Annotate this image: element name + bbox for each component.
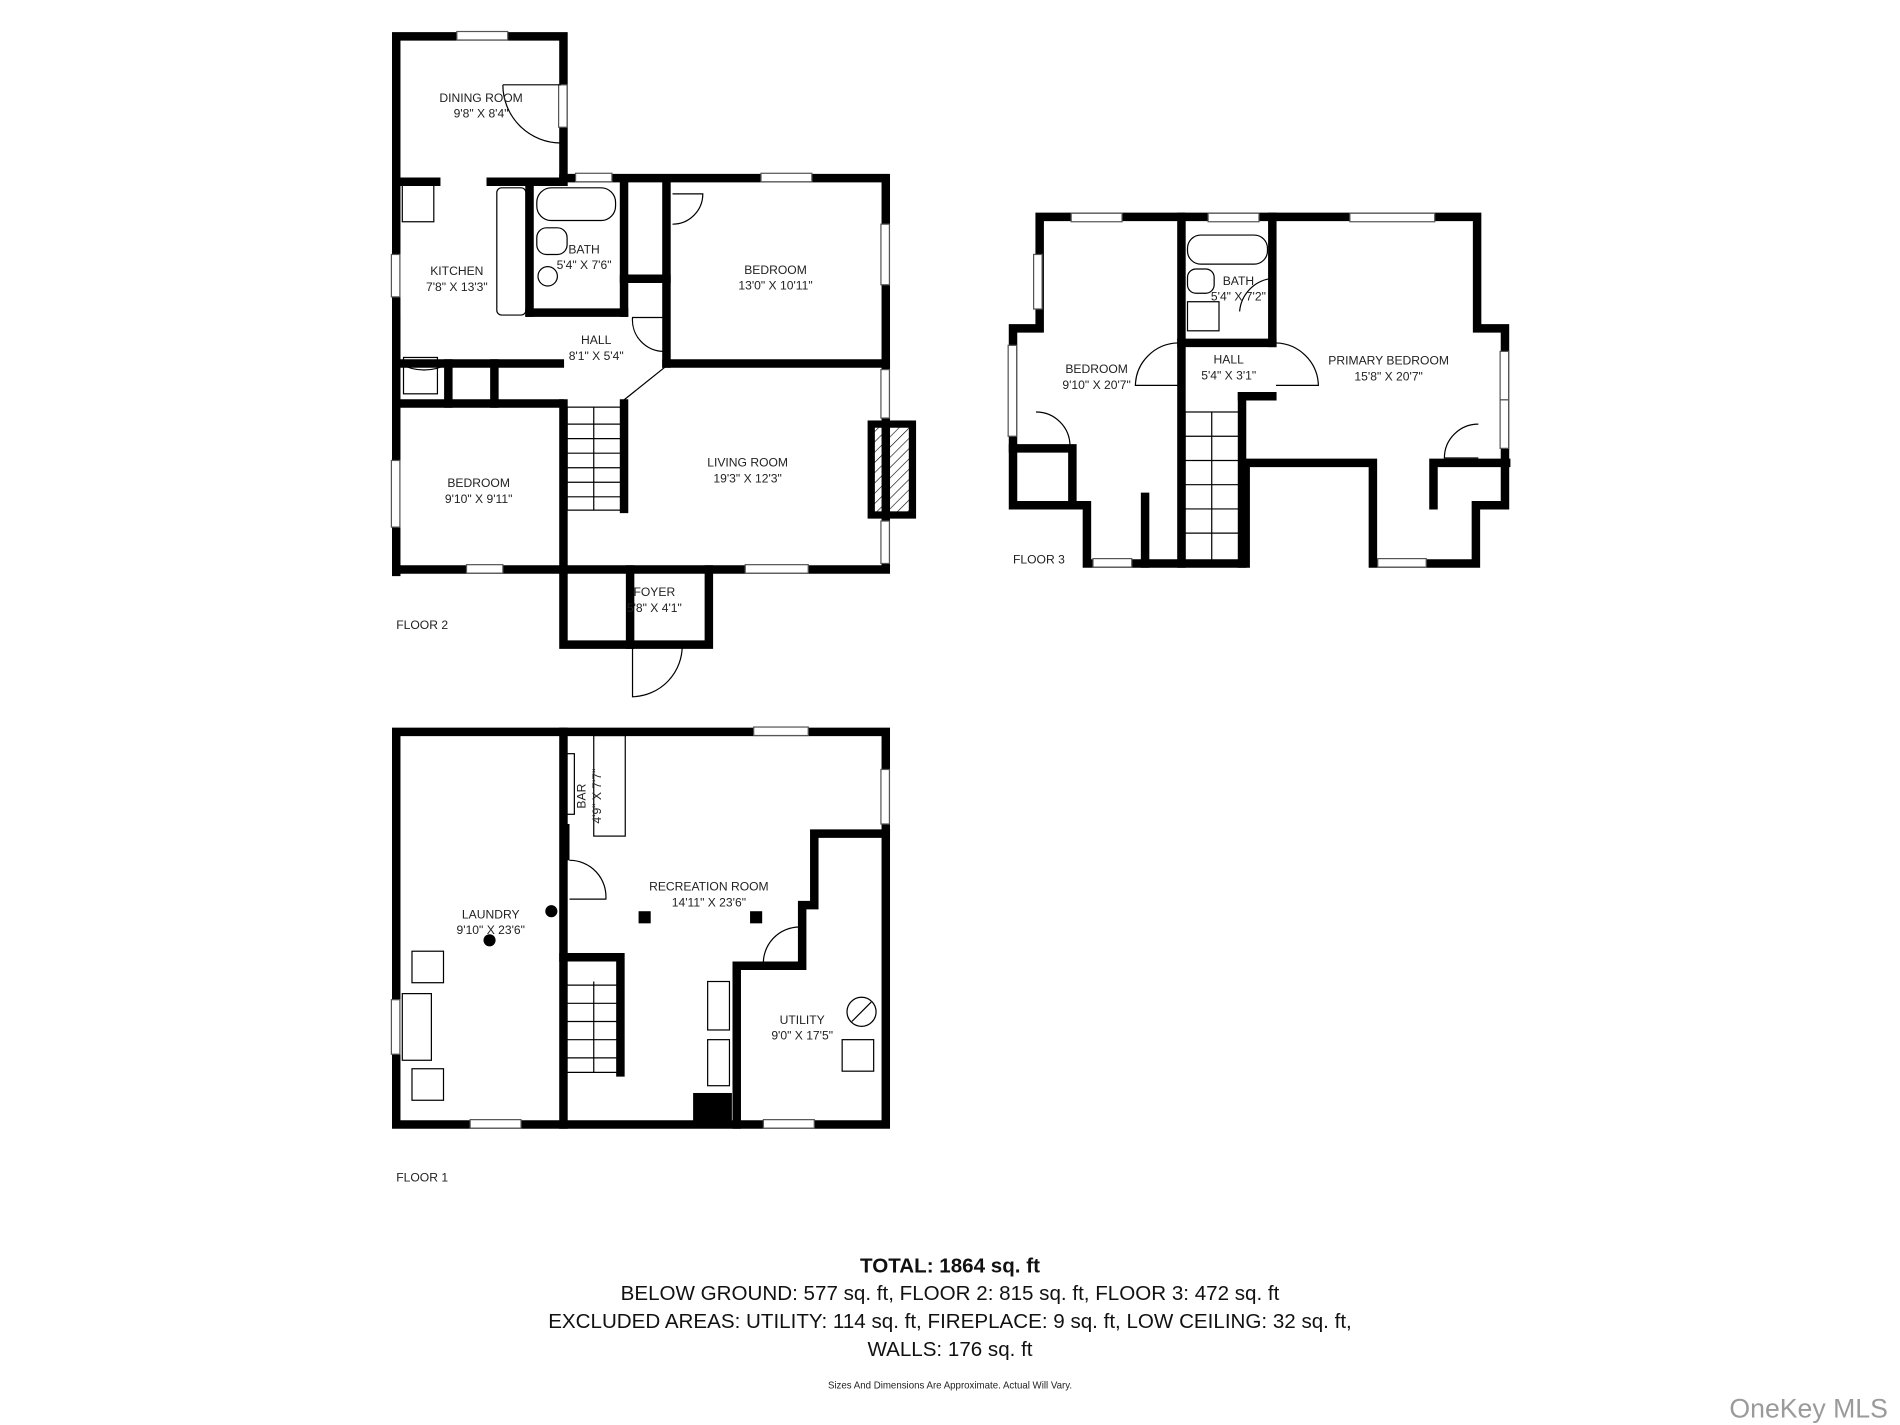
room-label-bath-floor3: BATH bbox=[1223, 274, 1254, 288]
floor-2-plan bbox=[390, 30, 917, 698]
room-dims-bar: 4'9" X 7'7" bbox=[590, 769, 604, 824]
room-dims-utility: 9'0" X 17'5" bbox=[771, 1029, 833, 1043]
room-label-recreation-room: RECREATION ROOM bbox=[649, 880, 769, 894]
room-label-hall-floor3: HALL bbox=[1214, 353, 1245, 367]
room-label-utility: UTILITY bbox=[780, 1013, 825, 1027]
room-label-living-room: LIVING ROOM bbox=[707, 456, 788, 470]
room-dims-foyer: 5'8" X 4'1" bbox=[627, 601, 682, 615]
disclaimer: Sizes And Dimensions Are Approximate. Ac… bbox=[828, 1381, 1072, 1392]
room-dims-primary-bedroom: 15'8" X 20'7" bbox=[1354, 369, 1422, 383]
room-dims-bath-floor3: 5'4" X 7'2" bbox=[1211, 290, 1266, 304]
floor-areas: BELOW GROUND: 577 sq. ft, FLOOR 2: 815 s… bbox=[621, 1282, 1280, 1305]
room-label-bath: BATH bbox=[568, 242, 599, 256]
staircase bbox=[559, 953, 625, 1077]
room-dims-bath: 5'4" X 7'6" bbox=[557, 258, 612, 272]
room-dims-hall: 8'1" X 5'4" bbox=[569, 349, 624, 363]
column-post bbox=[545, 905, 558, 918]
room-dims-laundry: 9'10" X 23'6" bbox=[457, 923, 525, 937]
total-area: TOTAL: 1864 sq. ft bbox=[860, 1254, 1040, 1277]
floor-1-label: FLOOR 1 bbox=[396, 1170, 448, 1184]
room-label-bedroom: BEDROOM bbox=[744, 263, 807, 277]
room-dims-bedroom-floor3: 9'10" X 20'7" bbox=[1062, 378, 1130, 392]
water-heater-icon bbox=[846, 996, 877, 1027]
room-label-foyer: FOYER bbox=[633, 585, 675, 599]
floor-2-label: FLOOR 2 bbox=[396, 618, 448, 632]
room-label-bedroom-2: BEDROOM bbox=[447, 476, 510, 490]
staircase bbox=[1184, 411, 1241, 565]
room-dims-recreation-room: 14'11" X 23'6" bbox=[672, 895, 746, 909]
fireplace bbox=[867, 420, 917, 519]
room-label-bar: BAR bbox=[574, 783, 588, 808]
staircase bbox=[566, 406, 623, 511]
room-label-bedroom-floor3: BEDROOM bbox=[1065, 362, 1128, 376]
room-label-laundry: LAUNDRY bbox=[462, 907, 520, 921]
room-dims-hall-floor3: 5'4" X 3'1" bbox=[1201, 368, 1256, 382]
room-label-primary-bedroom: PRIMARY BEDROOM bbox=[1328, 354, 1449, 368]
room-label-hall: HALL bbox=[581, 333, 612, 347]
room-dims-bedroom: 13'0" X 10'11" bbox=[738, 279, 812, 293]
room-dims-bedroom-2: 9'10" X 9'11" bbox=[445, 492, 513, 506]
room-dims-dining-room: 9'8" X 8'4" bbox=[454, 107, 509, 121]
excluded-areas: EXCLUDED AREAS: UTILITY: 114 sq. ft, FIR… bbox=[548, 1310, 1352, 1333]
floor-1-plan bbox=[390, 726, 891, 1129]
walls-area: WALLS: 176 sq. ft bbox=[867, 1338, 1032, 1361]
room-label-dining-room: DINING ROOM bbox=[439, 91, 522, 105]
room-dims-kitchen: 7'8" X 13'3" bbox=[426, 280, 488, 294]
floor-3-plan bbox=[1007, 212, 1511, 568]
room-label-kitchen: KITCHEN bbox=[430, 264, 483, 278]
watermark: OneKey MLS bbox=[1729, 1394, 1887, 1424]
room-dims-living-room: 19'3" X 12'3" bbox=[713, 471, 781, 485]
column-post bbox=[483, 934, 496, 947]
floor-3-label: FLOOR 3 bbox=[1013, 552, 1065, 566]
